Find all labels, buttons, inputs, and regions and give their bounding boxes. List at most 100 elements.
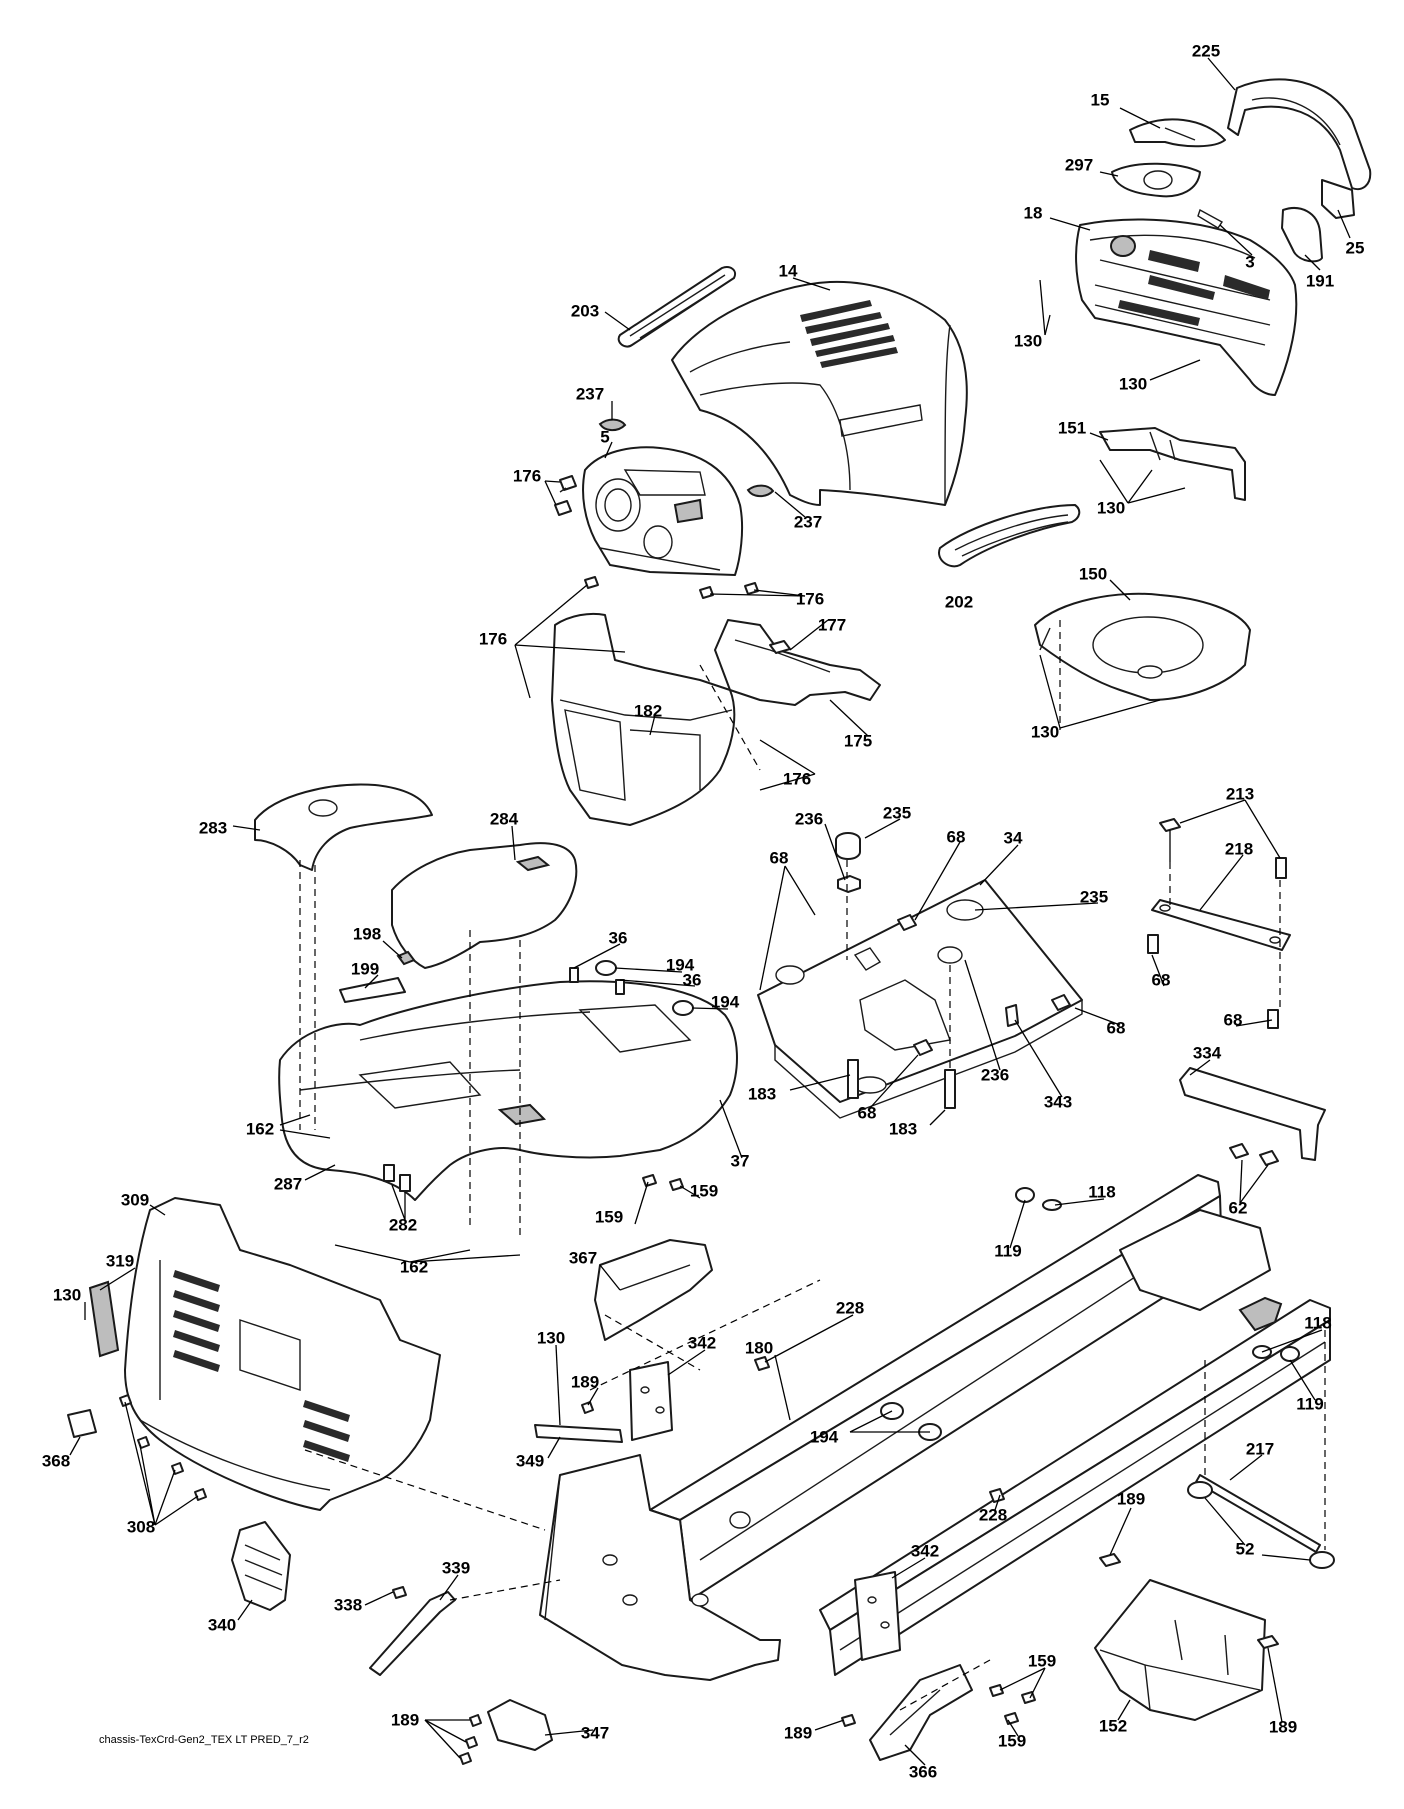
hood-assembly (598, 266, 1081, 568)
callout-366: 366 (909, 1762, 937, 1781)
callout-199: 199 (351, 959, 379, 978)
callout-15: 15 (1091, 90, 1110, 109)
callout-34: 34 (1004, 828, 1023, 847)
callout-342: 342 (688, 1333, 716, 1352)
callout-235: 235 (883, 803, 911, 822)
callout-194: 194 (810, 1427, 839, 1446)
callout-177: 177 (818, 615, 846, 634)
dash-panel (582, 446, 744, 576)
callout-119: 119 (1296, 1394, 1323, 1413)
callout-68: 68 (947, 827, 966, 846)
callout-236: 236 (795, 809, 823, 828)
right-brackets (1034, 427, 1251, 701)
callout-3: 3 (1245, 252, 1254, 271)
callout-198: 198 (353, 924, 381, 943)
callout-338: 338 (334, 1595, 362, 1614)
part-177-nut (769, 640, 791, 654)
callout-237: 237 (576, 384, 604, 403)
part-213-bolt (1159, 818, 1181, 832)
callout-180: 180 (745, 1338, 773, 1357)
callout-218: 218 (1225, 839, 1253, 858)
part-334-bracket (1179, 1067, 1326, 1161)
callout-189: 189 (1117, 1489, 1145, 1508)
callout-342: 342 (911, 1541, 939, 1560)
callout-130: 130 (1014, 331, 1042, 350)
callout-118: 118 (1304, 1313, 1331, 1332)
part-237-pad (598, 418, 627, 432)
callout-202: 202 (945, 592, 973, 611)
callout-308: 308 (127, 1517, 155, 1536)
callout-349: 349 (516, 1451, 544, 1470)
part-217-rod (1195, 1474, 1321, 1553)
callout-183: 183 (889, 1119, 917, 1138)
part-225-grille-trim (1227, 78, 1372, 190)
part-367-bracket (594, 1239, 713, 1341)
rod-assembly (1187, 1474, 1335, 1569)
callout-176: 176 (796, 589, 824, 608)
part-218-bar (1151, 899, 1291, 951)
callout-37: 37 (731, 1151, 750, 1170)
part-198-knob (396, 950, 416, 966)
callout-25: 25 (1346, 238, 1365, 257)
assembly-lines (299, 620, 1326, 1711)
callout-368: 368 (42, 1451, 70, 1470)
callout-118: 118 (1088, 1182, 1115, 1201)
callout-159: 159 (595, 1207, 623, 1226)
callout-150: 150 (1079, 564, 1107, 583)
callout-159: 159 (1028, 1651, 1056, 1670)
bottom-bracket (459, 1699, 553, 1765)
callout-130: 130 (537, 1328, 565, 1347)
callout-297: 297 (1065, 155, 1093, 174)
callout-14: 14 (779, 261, 798, 280)
callout-228: 228 (979, 1505, 1007, 1524)
lower-dash (551, 612, 881, 826)
callout-347: 347 (581, 1723, 609, 1742)
callout-5: 5 (600, 427, 609, 446)
callout-189: 189 (571, 1372, 599, 1391)
callout-309: 309 (121, 1190, 149, 1209)
callout-52: 52 (1236, 1539, 1255, 1558)
callout-130: 130 (1031, 722, 1059, 741)
callout-labels: 225 15 297 183 25 191 14 203 130 130 237 5 176 151 130… (42, 41, 1365, 1781)
plate-assembly (757, 832, 1083, 1119)
callout-175: 175 (844, 731, 872, 750)
part-237-pad-2 (746, 484, 775, 498)
part-349-bar (534, 1424, 623, 1443)
lower-bracket (841, 1571, 1036, 1761)
callout-159: 159 (690, 1181, 718, 1200)
callout-130: 130 (53, 1285, 81, 1304)
callout-225: 225 (1192, 41, 1220, 60)
callout-343: 343 (1044, 1092, 1072, 1111)
callout-213: 213 (1226, 784, 1254, 803)
part-202-vent (938, 504, 1081, 568)
callout-68: 68 (1152, 970, 1171, 989)
part-366-plate (869, 1664, 973, 1761)
callout-194: 194 (711, 992, 740, 1011)
callout-283: 283 (199, 818, 227, 837)
part-347-bracket (487, 1699, 553, 1751)
part-284-seat-pan (391, 842, 578, 969)
callout-217: 217 (1246, 1439, 1274, 1458)
callout-189: 189 (391, 1710, 419, 1729)
callout-284: 284 (490, 809, 519, 828)
callout-36: 36 (609, 928, 628, 947)
callout-176: 176 (783, 769, 811, 788)
callout-182: 182 (634, 701, 662, 720)
callout-151: 151 (1058, 418, 1086, 437)
callout-237: 237 (794, 512, 822, 531)
callout-162: 162 (400, 1257, 428, 1276)
part-18-grille (1075, 218, 1298, 396)
callout-119: 119 (994, 1241, 1021, 1260)
callout-367: 367 (569, 1248, 597, 1267)
callout-287: 287 (274, 1174, 302, 1193)
part-199-plate (339, 977, 406, 1003)
part-342-lower-plate (854, 1571, 901, 1661)
callout-68: 68 (1224, 1010, 1243, 1029)
callout-191: 191 (1306, 271, 1334, 290)
callout-203: 203 (571, 301, 599, 320)
callout-183: 183 (748, 1084, 776, 1103)
part-283-cover (254, 783, 433, 871)
part-282-clip (383, 1164, 395, 1182)
front-bracket-assembly (1147, 818, 1326, 1166)
